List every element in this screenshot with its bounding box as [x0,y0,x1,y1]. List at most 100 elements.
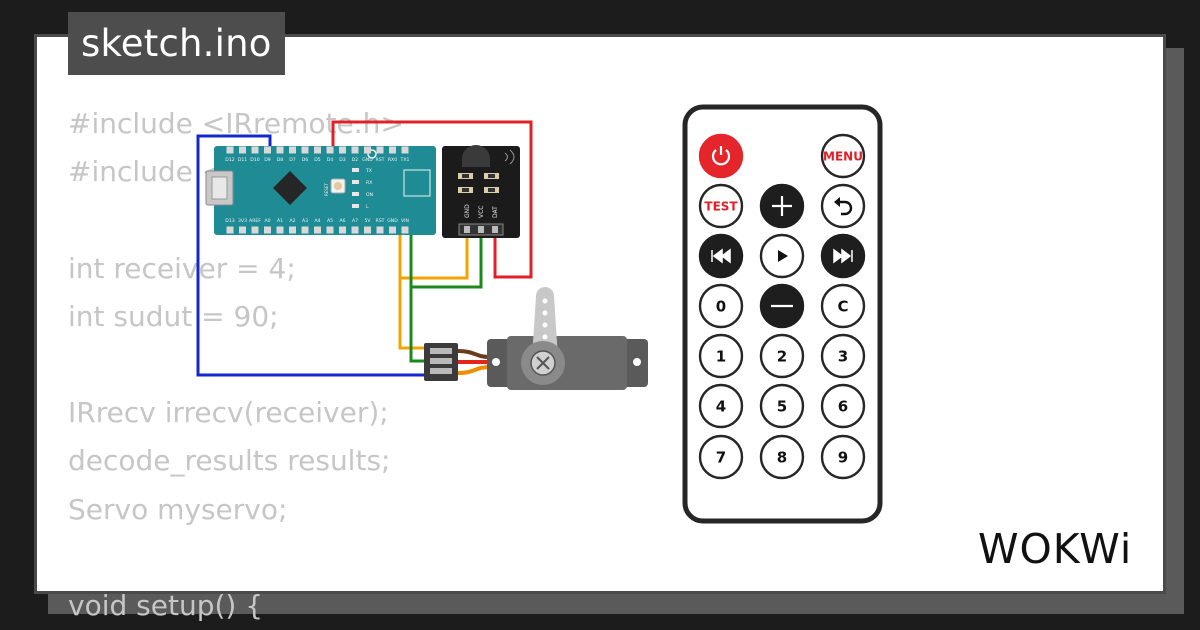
fast-forward-icon [833,248,853,264]
wire-servo-orange [398,229,426,350]
arduino-top-pin-label: D3 [339,157,346,163]
code-line: Servo myservo; [68,492,288,526]
ir-remote[interactable]: MENU TEST 0 C 1 2 3 4 5 6 7 8 9 [682,104,883,524]
arduino-top-pin [226,146,234,154]
remote-button-back-icon[interactable] [820,183,866,229]
arduino-bottom-pin-label: VIN [401,218,409,224]
arduino-top-pin-label: D7 [289,157,296,163]
arduino-top-pin-label: RST [376,157,385,163]
arduino-bottom-pin [364,226,371,234]
arduino-top-pin [264,146,271,154]
code-line: IRrecv irrecv(receiver); [68,396,389,430]
arduino-bottom-pin-row [226,226,409,234]
arduino-bottom-pin-label: A7 [352,218,358,224]
arduino-top-pin-label: D10 [250,157,259,163]
arduino-top-pin-label: D2 [352,157,359,163]
plus-icon [772,196,792,216]
remote-button-6[interactable]: 6 [820,383,866,429]
arduino-top-pin [401,146,409,154]
arduino-bottom-pin-label: A4 [314,218,320,224]
remote-button-9[interactable]: 9 [820,434,866,480]
arduino-top-pin [364,146,371,154]
arduino-bottom-pin [401,226,409,234]
arduino-top-pin-label: TX1 [400,157,410,163]
remote-button-5[interactable]: 5 [759,383,805,429]
arduino-bottom-pin-label: 5V [364,218,371,224]
remote-button-label: C [837,297,848,315]
remote-button-play-icon[interactable] [759,233,805,279]
ir-pin-labels: GND VCC DAT [464,204,499,218]
arduino-bottom-pin [389,226,396,234]
remote-button-minus-icon[interactable] [759,283,805,329]
remote-button-label: 4 [716,397,726,415]
arduino-top-pin-row [226,146,409,154]
remote-button-7[interactable]: 7 [698,434,744,480]
remote-button-menu[interactable]: MENU [820,133,866,179]
arduino-bottom-pin-label: D13 [225,218,234,224]
arduino-top-pin [339,146,346,154]
arduino-bottom-pin [301,226,309,234]
code-line: void setup() { [68,588,264,622]
ir-receiver[interactable]: GND VCC DAT [442,145,520,238]
arduino-bottom-pin [239,226,246,234]
back-icon [837,200,853,216]
remote-button-label: 2 [777,347,787,365]
arduino-top-pin-label: D9 [264,157,271,163]
arduino-top-pin [389,146,396,154]
wire-signal-blue [196,134,426,377]
ir-pin-label: DAT [492,206,499,218]
remote-button-plus-icon[interactable] [759,183,805,229]
remote-button-4[interactable]: 4 [698,383,744,429]
arduino-bottom-pin-label: A0 [264,218,270,224]
remote-button-8[interactable]: 8 [759,434,805,480]
remote-button-fast-forward-icon[interactable] [820,233,866,279]
arduino-top-pin [351,146,359,154]
remote-button-c[interactable]: C [820,283,866,329]
arduino-bottom-pin-label: A6 [339,218,345,224]
arduino-bottom-pin-label: 3V3 [238,218,247,224]
ir-pin-label: VCC [478,206,485,218]
code-line: int sudut = 90; [68,299,279,333]
remote-button-power-icon[interactable] [698,133,744,179]
remote-button-label: 9 [838,448,848,466]
arduino-bottom-pin [339,226,346,234]
remote-button-rewind-icon[interactable] [698,233,744,279]
ir-pin-label: GND [464,204,471,218]
arduino-bottom-pin-label: A2 [289,218,295,224]
arduino-bottom-pin [226,226,234,234]
code-line: int receiver = 4; [68,251,296,285]
arduino-bottom-pin [314,226,321,234]
rewind-icon [711,248,731,264]
servo-motor[interactable] [424,287,648,390]
arduino-bottom-pin-label: GND [387,218,398,224]
arduino-top-pin [326,146,334,154]
remote-button-label: 6 [838,397,848,415]
remote-button-test[interactable]: TEST [698,183,744,229]
arduino-top-pin [376,146,384,154]
arduino-bottom-pin [276,226,284,234]
arduino-bottom-pin [289,226,296,234]
remote-button-0[interactable]: 0 [698,283,744,329]
arduino-top-pin-label: D6 [302,157,309,163]
remote-button-2[interactable]: 2 [759,333,805,379]
arduino-bottom-pin-label: A3 [302,218,308,224]
preview-card [34,34,1166,594]
arduino-top-pin-label: D4 [327,157,334,163]
arduino-led-label: TX [365,168,372,174]
remote-button-label: TEST [704,199,738,213]
remote-button-3[interactable]: 3 [820,333,866,379]
remote-button-label: 7 [716,448,726,466]
remote-button-label: 3 [838,347,848,365]
reset-label: RESET [324,183,329,196]
arduino-top-pin-label: D5 [314,157,321,163]
wokwi-logo: WOKWi [978,525,1133,573]
wires [196,120,533,377]
remote-button-label: 0 [716,297,726,315]
arduino-bottom-pin-label: AREF [249,218,261,224]
wire-servo-green [409,229,426,363]
remote-button-1[interactable]: 1 [698,333,744,379]
